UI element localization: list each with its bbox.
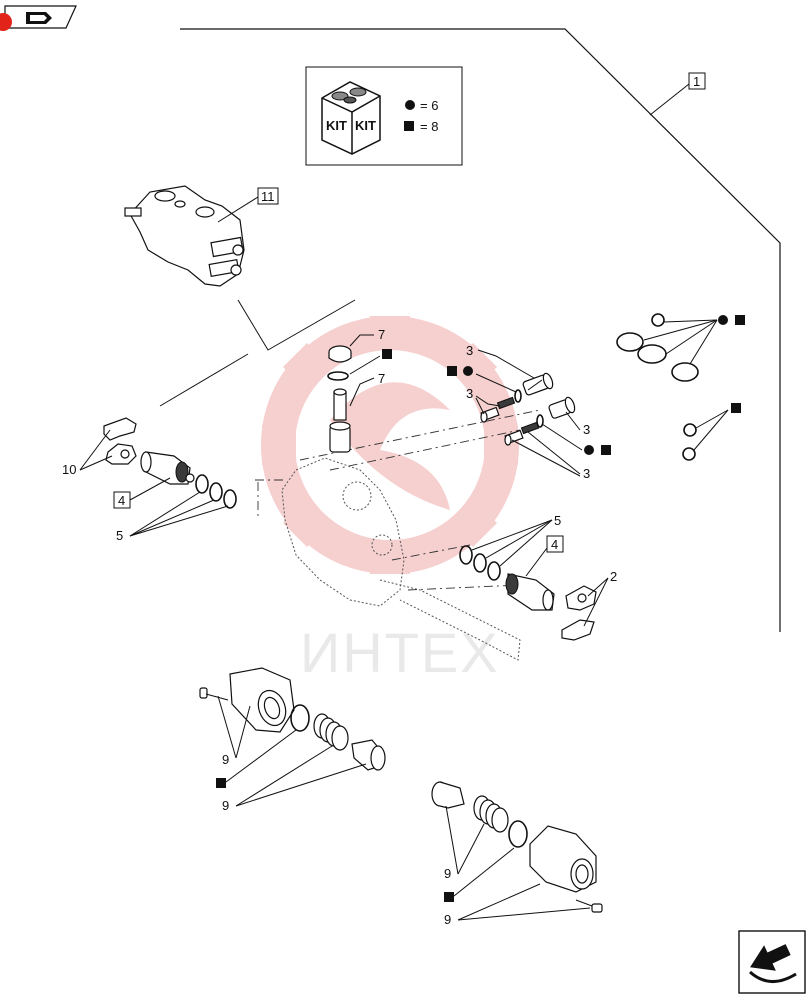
item-4-left-label: 4 xyxy=(118,493,125,508)
item-9a-label: 9 xyxy=(222,752,229,767)
o-ring-9-right[interactable] xyxy=(508,820,528,848)
clip-10-upper[interactable] xyxy=(103,417,137,441)
bolt-9-right[interactable] xyxy=(575,899,603,913)
kit-legend: KIT KIT = 6 = 8 xyxy=(305,66,463,166)
frame-ref-label: 1 xyxy=(693,74,700,89)
assembly-frame xyxy=(180,28,781,632)
page-turn-arrow-icon[interactable] xyxy=(738,930,806,994)
o-ring-3-lower[interactable] xyxy=(536,414,544,428)
clip-2-upper[interactable] xyxy=(565,585,597,611)
washer-9-right[interactable] xyxy=(431,781,465,809)
callout-7b[interactable]: 7 xyxy=(349,371,385,407)
callout-o-ring-lower xyxy=(693,409,729,451)
callout-4-right[interactable]: 4 xyxy=(525,535,564,577)
circle-bullet-icon xyxy=(405,100,415,110)
kit-label-right: KIT xyxy=(355,118,376,133)
relief-plug-3-upper[interactable] xyxy=(522,372,554,396)
plug-7[interactable] xyxy=(328,345,352,363)
square-marker-o-ring-lower xyxy=(731,403,741,413)
end-cap-9-right[interactable] xyxy=(529,825,597,893)
cartridge-valve-4-right[interactable] xyxy=(505,573,555,611)
kit-square-count: = 8 xyxy=(420,119,438,134)
callout-3a[interactable]: 3 xyxy=(466,343,535,379)
o-ring-5-left[interactable] xyxy=(195,474,237,509)
callout-10[interactable]: 10 xyxy=(62,429,113,477)
square-marker-9-right xyxy=(444,892,454,902)
clip-10-lower[interactable] xyxy=(105,443,137,465)
o-ring-5-right[interactable] xyxy=(459,545,501,581)
square-marker-3c xyxy=(601,445,611,455)
control-valve-assembly[interactable] xyxy=(124,185,245,287)
check-valve-7[interactable] xyxy=(329,388,351,453)
item-10-label: 10 xyxy=(62,462,76,477)
washer-9-left[interactable] xyxy=(351,739,386,771)
callout-4-left[interactable]: 4 xyxy=(113,477,171,509)
watermark-text: ИНТЕХ xyxy=(300,621,500,684)
callout-9a[interactable]: 9 xyxy=(217,695,251,767)
relief-plug-3-lower[interactable] xyxy=(548,396,576,419)
kit-circle-count: = 6 xyxy=(420,98,438,113)
item-9b-label: 9 xyxy=(222,798,229,813)
callout-2[interactable]: 2 xyxy=(583,569,617,627)
o-ring-7[interactable] xyxy=(327,371,349,381)
callout-5-left[interactable]: 5 xyxy=(116,491,229,543)
poppet-3-lower[interactable] xyxy=(504,429,524,446)
square-marker-7 xyxy=(382,349,392,359)
spring-3-lower[interactable] xyxy=(520,421,540,435)
valve-section-body xyxy=(255,409,541,661)
end-cap-9-left[interactable] xyxy=(229,667,295,733)
callout-3d[interactable]: 3 xyxy=(511,431,590,481)
item-5-right-label: 5 xyxy=(554,513,561,528)
callout-3c[interactable]: 3 xyxy=(565,411,590,437)
cartridge-valve-4-left[interactable] xyxy=(140,451,195,485)
callout-3b[interactable]: 3 xyxy=(466,386,501,415)
callout-9b[interactable]: 9 xyxy=(222,745,367,813)
callout-9c[interactable]: 9 xyxy=(444,805,485,881)
item-5-left-label: 5 xyxy=(116,528,123,543)
circle-marker-3c xyxy=(584,445,594,455)
poppet-3-upper[interactable] xyxy=(480,406,500,423)
item-9d-label: 9 xyxy=(444,912,451,927)
square-marker-o-ring-upper xyxy=(735,315,745,325)
item-9c-label: 9 xyxy=(444,866,451,881)
callout-frame-ref[interactable]: 1 xyxy=(649,72,706,116)
bolt-9-left[interactable] xyxy=(199,687,229,701)
item-3d-label: 3 xyxy=(583,466,590,481)
item-3b-label: 3 xyxy=(466,386,473,401)
square-bullet-icon xyxy=(404,121,414,131)
circle-marker-3a xyxy=(463,366,473,376)
item-7a-label: 7 xyxy=(378,327,385,342)
callout-7a[interactable]: 7 xyxy=(349,327,385,347)
spring-9-right[interactable] xyxy=(473,795,509,833)
circle-marker-o-ring xyxy=(718,315,728,325)
zoom-leader-lines xyxy=(159,299,356,407)
kit-box-icon xyxy=(321,81,381,155)
item-3c-label: 3 xyxy=(583,422,590,437)
o-ring-set-lower[interactable] xyxy=(682,423,697,461)
square-marker-3a xyxy=(447,366,457,376)
item-7b-label: 7 xyxy=(378,371,385,386)
o-ring-9-left[interactable] xyxy=(290,704,310,732)
o-ring-3-upper[interactable] xyxy=(514,389,522,403)
spring-9-left[interactable] xyxy=(313,713,349,751)
clip-2-lower[interactable] xyxy=(561,619,595,641)
item-3a-label: 3 xyxy=(466,343,473,358)
item-4-right-label: 4 xyxy=(551,537,558,552)
square-marker-9-left xyxy=(216,778,226,788)
book-arrow-icon xyxy=(26,12,52,24)
item-2-label: 2 xyxy=(610,569,617,584)
o-ring-set-upper[interactable] xyxy=(616,313,699,382)
valve-ref-label: 11 xyxy=(261,189,275,204)
callout-9d[interactable]: 9 xyxy=(444,883,591,927)
callout-valve-ref[interactable]: 11 xyxy=(217,187,279,223)
watermark-gear-icon xyxy=(261,316,519,574)
callout-o-ring-upper xyxy=(643,319,718,365)
callout-5-right[interactable]: 5 xyxy=(471,513,561,567)
kit-label-left: KIT xyxy=(326,118,347,133)
corner-badge[interactable] xyxy=(0,5,77,31)
